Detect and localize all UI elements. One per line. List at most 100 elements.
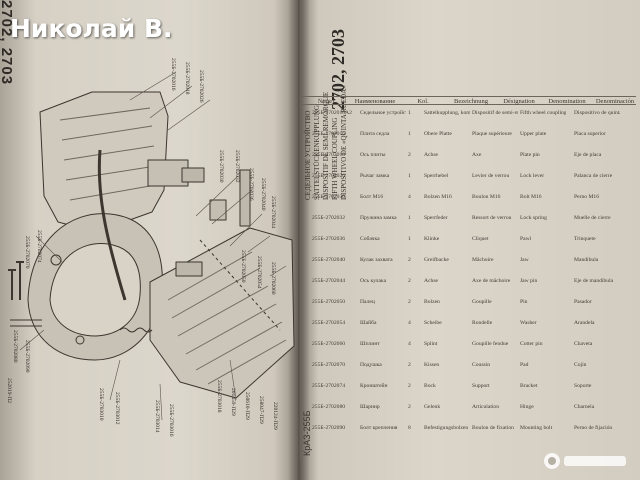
table-cell: Plate pin [520,152,540,158]
callout-label: 255Б-2702016 [170,58,176,91]
table-cell: 255Б-2702030 [312,194,346,200]
table-cell: Befestigungsbolzen [424,425,469,431]
table-cell: Болт крепления [360,425,398,431]
table-cell: Perno M16 [574,194,600,200]
table-cell: Boulon M16 [472,194,501,200]
table-cell: Sperrfeder [424,215,448,221]
callout-label: 255Б-2703012 [114,392,120,425]
column-header: Наименование [354,98,396,105]
table-cell: Pin [520,299,528,305]
table-cell: Собачка [360,236,380,242]
callout-label: 255Б-2702032 [234,150,240,183]
drawing-part-cushion [147,159,189,187]
callout-label: 255Б-2702040 [260,178,266,211]
table-cell: Scheibe [424,320,442,326]
table-cell: Perno de fijación [574,425,613,431]
table-cell: Шарнир [360,404,380,410]
table-cell: 2 [408,362,411,368]
callout-label: 255Б-2702036 [248,168,254,201]
table-cell: Кронштейн [360,383,388,389]
table-cell: Bracket [520,383,538,389]
table-cell: Charnela [574,404,595,410]
callout-label: 255Б-2702090 [24,340,30,373]
table-cell: 2 [408,383,411,389]
title-line: DISPOSITIF DE SEMI-REMORQUE [322,91,330,200]
table-cell: 255Б-2702026 [312,173,346,179]
table-cell: Pad [520,362,529,368]
table-rule-header [300,96,636,97]
table-cell: 4 [408,341,411,347]
drawing-part-bolt [8,261,24,300]
table-cell: Washer [520,320,537,326]
table-cell: 1 [408,215,411,221]
drawing-part-upper-plate [39,91,169,233]
callout-label: 255Б-2702030 [218,150,224,183]
table-cell: Rondelle [472,320,493,326]
table-cell: Bolzen [424,299,440,305]
table-cell: Greifbacke [424,257,449,263]
table-cell: 1 [408,236,411,242]
table-cell: 4 [408,194,411,200]
callout-label: 201459-П29 [230,388,236,416]
table-cell: Палец [360,299,375,305]
table-cell: 255Б-2702090 [312,425,346,431]
table-cell: Ressort de verrou [472,215,512,221]
table-cell: Pasador [574,299,592,305]
callout-label: 252019-П2 [6,378,12,404]
table-cell: 2 [408,278,411,284]
column-header: Bezeichnung [454,98,488,105]
table-cell: 255Б-2702080 [312,404,346,410]
table-cell: Axe [472,152,482,158]
table-cell: Bolzen M16 [424,194,452,200]
callout-label: 255Б-2702080 [12,330,18,363]
table-cell: Palanca de cierre [574,173,613,179]
callout-label: 220124-П29 [272,402,278,430]
table-cell: 255Б-2702032 [312,215,346,221]
callout-label: 255Б-2703014 [154,400,160,433]
table-cell: Пружина замка [360,215,397,221]
table-cell: Goupille fendue [472,341,509,347]
column-header: № дет. [318,98,336,105]
table-cell: Upper plate [520,131,547,137]
table-cell: 1 [408,131,411,137]
table-cell: Kissen [424,362,440,368]
table-cell: Placa superior [574,131,606,137]
column-header: Kol. [417,98,429,105]
callout-label: 250610-П29 [244,392,250,420]
table-cell: Lock spring [520,215,547,221]
table-cell: Axe de mâchoire [472,278,511,284]
table-cell: Шайба [360,320,377,326]
table-cell: Arandela [574,320,595,326]
table-cell: Рычаг замка [360,173,390,179]
table-cell: Подушка [360,362,382,368]
callout-label: 255Б-2703010 [98,388,104,421]
table-cell: 255Б-2702060 [312,341,346,347]
table-cell: 8 [408,425,411,431]
table-cell: Klinke [424,236,440,242]
drawing-part-lower-plate [149,227,295,399]
site-logo-icon [544,453,626,469]
callout-label: 255Б-2702074 [36,230,42,263]
table-cell: 2 [408,299,411,305]
table-cell: Ось кулака [360,278,387,284]
table-cell: Soporte [574,383,592,389]
callout-label: 255Б-2703018 [216,380,222,413]
callout-label: 255Б-2702044 [270,196,276,229]
table-cell: Coussin [472,362,491,368]
table-cell: 2 [408,152,411,158]
watermark-text: Николай В. [10,14,173,43]
table-cell: Gelenk [424,404,441,410]
table-cell: 1 [408,173,411,179]
table-cell: Cliquet [472,236,489,242]
table-cell: Obere Platte [424,131,452,137]
table-cell: 255Б-2702050 [312,299,346,305]
table-cell: Fifth wheel coupling, assy [520,110,566,116]
table-cell: 255Б-2702070 [312,362,346,368]
table-cell: 4 [408,320,411,326]
table-rule-left [300,0,301,460]
table-cell: Cotter pin [520,341,543,347]
table-cell: 255Б-2702074 [312,383,346,389]
table-cell: 255Б-2702018 [312,152,346,158]
